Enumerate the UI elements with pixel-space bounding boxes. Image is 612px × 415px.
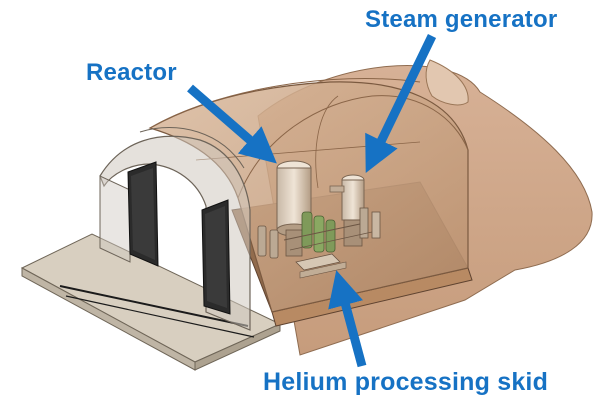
helium-skid-equipment: [257, 207, 381, 279]
reactor-arrow: [187, 84, 277, 164]
steam-generator-arrow: [365, 34, 437, 173]
left-door: [127, 161, 159, 267]
helium-processing-skid-label: Helium processing skid: [263, 368, 549, 396]
right-door: [201, 199, 231, 315]
reactor-label: Reactor: [86, 59, 177, 86]
helium-skid-arrow: [328, 270, 367, 368]
concrete-slab: [20, 233, 282, 371]
steam-generator-label: Steam generator: [365, 6, 558, 33]
